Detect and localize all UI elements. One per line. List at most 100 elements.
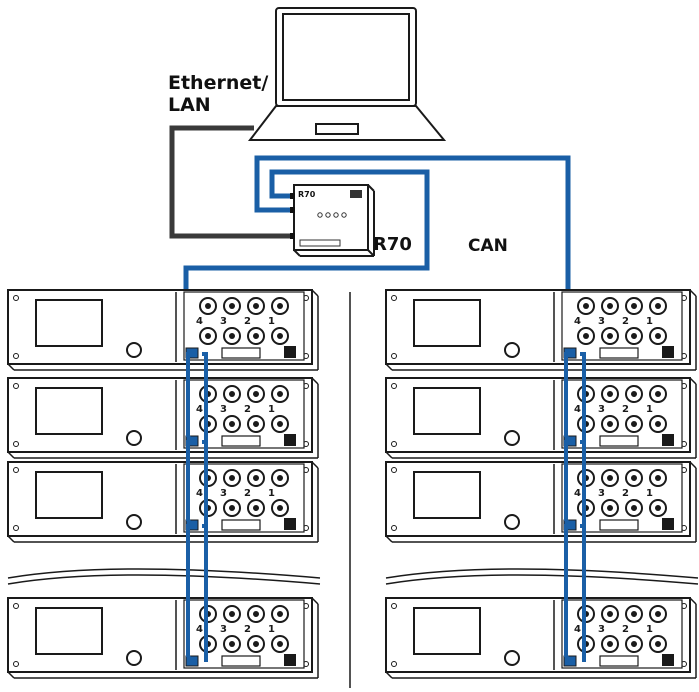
can-cable-r70 xyxy=(183,169,430,352)
can-chain-cable xyxy=(186,352,194,444)
can-chain-cable xyxy=(580,440,586,526)
channel-number: 4 xyxy=(196,488,203,499)
rack-screw xyxy=(13,295,19,301)
can-label: CAN xyxy=(468,236,508,256)
amplifier-unit: 4 3 2 1 xyxy=(385,597,697,679)
status-strip xyxy=(221,655,261,667)
r70-box-model: R70 xyxy=(298,190,316,199)
encoder-knob xyxy=(504,514,520,530)
logo-block xyxy=(284,346,296,358)
can-chain-cable xyxy=(580,352,586,442)
status-strip xyxy=(221,347,261,359)
channel-number: 2 xyxy=(622,624,629,635)
display-screen xyxy=(35,299,103,347)
rack-screw xyxy=(391,603,397,609)
encoder-knob xyxy=(126,514,142,530)
channel-number: 2 xyxy=(244,316,251,327)
status-strip xyxy=(599,347,639,359)
status-strip xyxy=(599,519,639,531)
display-screen xyxy=(413,387,481,435)
channel-number: 4 xyxy=(574,404,581,415)
channel-number: 2 xyxy=(244,624,251,635)
logo-block xyxy=(284,518,296,530)
break-line-right-2 xyxy=(385,574,699,585)
rack-screw xyxy=(13,661,19,667)
rack-screw xyxy=(391,441,397,447)
encoder-knob xyxy=(126,342,142,358)
rack-screw xyxy=(391,467,397,473)
can-chain-cable xyxy=(202,440,208,526)
channel-number: 2 xyxy=(244,488,251,499)
display-screen xyxy=(413,607,481,655)
channel-number: 2 xyxy=(244,404,251,415)
channel-number: 2 xyxy=(622,404,629,415)
channel-number: 1 xyxy=(268,316,275,327)
rack-screw xyxy=(391,383,397,389)
channel-number: 3 xyxy=(598,316,605,327)
rack-screw xyxy=(13,441,19,447)
display-screen xyxy=(35,387,103,435)
channel-number: 4 xyxy=(196,316,203,327)
can-daisy-chains xyxy=(186,352,586,664)
channel-number: 3 xyxy=(220,404,227,415)
can-chain-cable xyxy=(564,524,572,664)
break-line-left-2 xyxy=(7,574,321,585)
ethernet-label-line1: Ethernet/ xyxy=(168,72,269,94)
channel-number: 1 xyxy=(268,404,275,415)
logo-block xyxy=(284,434,296,446)
logo-block xyxy=(662,518,674,530)
r70-interface-box: R70 xyxy=(290,184,375,257)
channel-number: 1 xyxy=(646,316,653,327)
channel-number: 4 xyxy=(196,404,203,415)
encoder-knob xyxy=(126,650,142,666)
rack-screw xyxy=(391,295,397,301)
ethernet-cable xyxy=(169,125,292,239)
channel-number: 4 xyxy=(196,624,203,635)
rack-screw xyxy=(391,525,397,531)
channel-number: 4 xyxy=(574,488,581,499)
channel-number: 1 xyxy=(268,488,275,499)
channel-number: 4 xyxy=(574,316,581,327)
can-chain-cable xyxy=(186,524,194,664)
amplifier-unit: 4 3 2 1 xyxy=(385,377,697,459)
encoder-knob xyxy=(504,430,520,446)
channel-number: 2 xyxy=(622,316,629,327)
amplifier-unit: 4 3 2 1 xyxy=(7,597,319,679)
rack-screw xyxy=(391,353,397,359)
can-chain-cable xyxy=(564,440,572,528)
channel-number: 3 xyxy=(598,624,605,635)
channel-number: 1 xyxy=(268,624,275,635)
logo-block xyxy=(662,434,674,446)
rack-screw xyxy=(13,525,19,531)
channel-number: 1 xyxy=(646,488,653,499)
display-screen xyxy=(413,471,481,519)
break-line-left xyxy=(7,568,321,579)
channel-number: 3 xyxy=(598,404,605,415)
channel-number: 1 xyxy=(646,404,653,415)
channel-number: 3 xyxy=(220,624,227,635)
can-cable-laptop xyxy=(254,155,571,352)
logo-block xyxy=(662,654,674,666)
encoder-knob xyxy=(126,430,142,446)
amplifier-unit: 4 3 2 1 xyxy=(385,289,697,371)
status-strip xyxy=(221,435,261,447)
channel-number: 4 xyxy=(574,624,581,635)
display-screen xyxy=(413,299,481,347)
logo-block xyxy=(284,654,296,666)
amplifier-unit: 4 3 2 1 xyxy=(7,377,319,459)
encoder-knob xyxy=(504,650,520,666)
ethernet-lan-label: Ethernet/ LAN xyxy=(168,72,268,116)
can-chain-cable xyxy=(564,352,572,444)
can-chain-cable xyxy=(186,440,194,528)
display-screen xyxy=(35,471,103,519)
rack-screw xyxy=(13,603,19,609)
channel-number: 1 xyxy=(646,624,653,635)
can-chain-cable xyxy=(202,352,208,442)
rack-screw xyxy=(13,467,19,473)
display-screen xyxy=(35,607,103,655)
r70-label: R70 xyxy=(373,234,412,255)
